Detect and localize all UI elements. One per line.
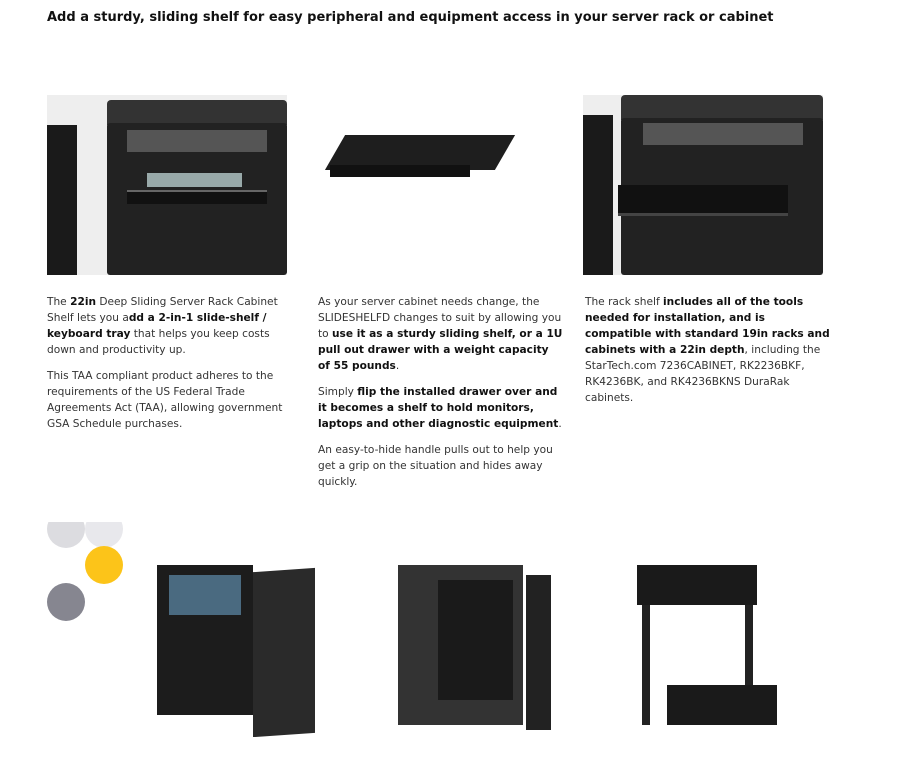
text: The — [47, 296, 71, 308]
floor-cabinet-image — [398, 565, 554, 735]
bold-text: flip the installed drawer over and it be… — [318, 386, 559, 430]
column-3-text: The rack shelf includes all of the tools… — [585, 294, 830, 416]
cabinet-with-shelf-image — [47, 95, 287, 275]
text: that helps you keep costs down and produ… — [47, 328, 270, 356]
bold-text: 22in — [70, 296, 96, 308]
paragraph: The rack shelf includes all of the tools… — [585, 294, 830, 406]
text: Deep Sliding Server Rack Cabinet Shelf l… — [47, 296, 278, 324]
bold-text: includes all of the tools needed for ins… — [585, 296, 830, 356]
paragraph: The 22in Deep Sliding Server Rack Cabine… — [47, 294, 292, 358]
section-title: Add a sturdy, sliding shelf for easy per… — [47, 10, 774, 25]
paragraph: Simply flip the installed drawer over an… — [318, 384, 563, 432]
text: , including the StarTech.com 7236CABINET… — [585, 344, 821, 404]
column-2-text: As your server cabinet needs change, the… — [318, 294, 563, 500]
open-frame-rack-image — [637, 565, 779, 735]
text: . — [395, 360, 400, 372]
paragraph: An easy-to-hide handle pulls out to help… — [318, 442, 563, 490]
sliding-shelf-image — [325, 115, 535, 195]
decor-circle-gray — [47, 583, 85, 621]
text: As your server cabinet needs change, the… — [318, 296, 562, 340]
paragraph: As your server cabinet needs change, the… — [318, 294, 563, 374]
wall-mount-cabinet-image — [157, 565, 319, 737]
text: This TAA compliant product adheres to th… — [47, 370, 283, 430]
bold-text: dd a 2-in-1 slide-shelf / keyboard tray — [47, 312, 267, 340]
decor-circle-yellow — [85, 546, 123, 584]
bold-text: use it as a sturdy sliding shelf, or a 1… — [318, 328, 563, 372]
text: Simply — [318, 386, 358, 398]
paragraph: This TAA compliant product adheres to th… — [47, 368, 292, 432]
text: . — [558, 418, 562, 430]
text: The rack shelf — [585, 296, 664, 308]
text: An easy-to-hide handle pulls out to help… — [318, 444, 553, 488]
cabinet-shelf-extended-image — [583, 95, 823, 275]
column-1-text: The 22in Deep Sliding Server Rack Cabine… — [47, 294, 292, 442]
